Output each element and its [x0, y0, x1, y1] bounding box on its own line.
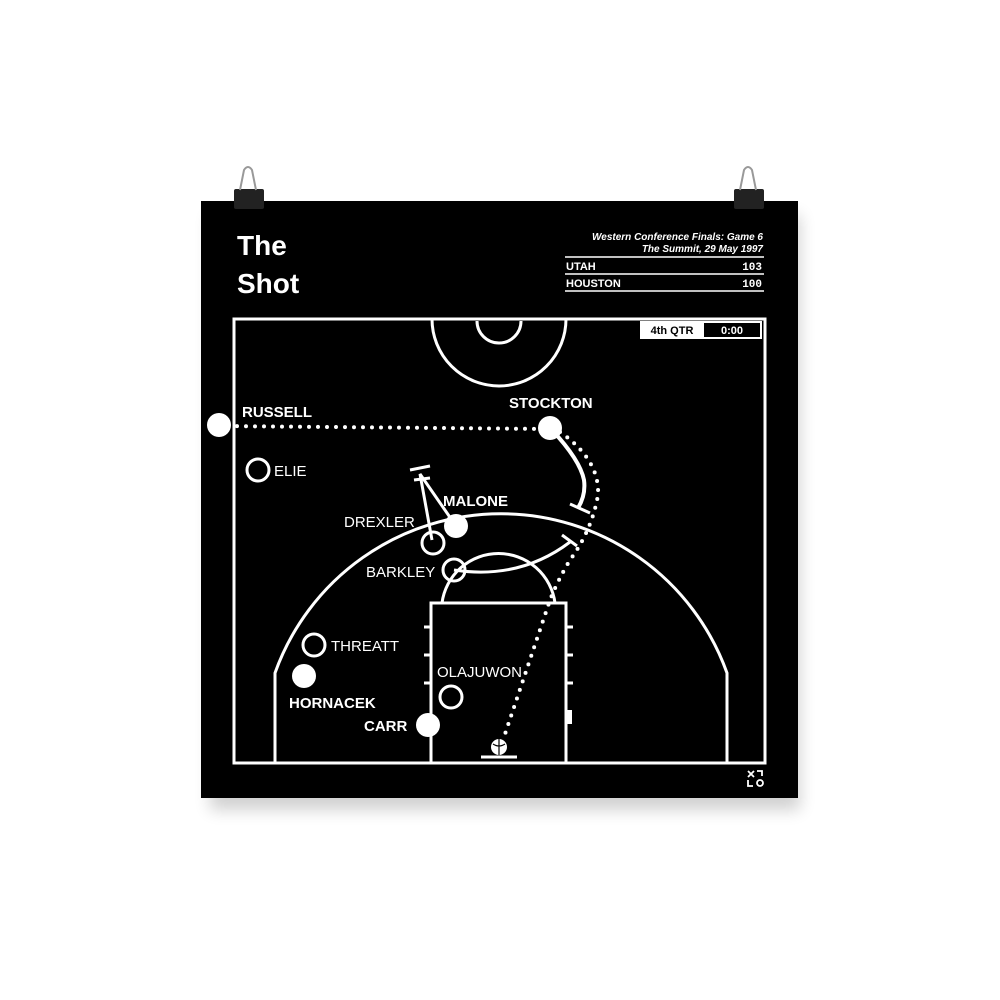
team-score: 103	[742, 262, 762, 274]
court	[232, 317, 767, 765]
title-line-2: Shot	[237, 268, 299, 299]
pass-path	[217, 424, 552, 431]
player-label: RUSSELL	[242, 404, 312, 421]
player-marker-russell	[207, 413, 231, 437]
player-label: STOCKTON	[509, 395, 593, 412]
venue-date: The Summit, 29 May 1997	[642, 244, 764, 255]
player-label: MALONE	[443, 493, 508, 510]
play-paths	[217, 424, 601, 742]
player-label: THREATT	[331, 638, 399, 655]
logo-icon	[747, 770, 764, 787]
player-label: HORNACEK	[289, 695, 376, 712]
title-line-1: The	[237, 230, 287, 261]
barkley-cut	[453, 540, 571, 574]
player-marker-malone	[444, 514, 468, 538]
player-marker-stockton	[538, 416, 562, 440]
player-label: OLAJUWON	[437, 664, 522, 681]
player-marker-elie	[245, 457, 271, 483]
player-marker-drexler	[420, 530, 446, 556]
game-clock: 0:00	[721, 325, 743, 337]
players	[207, 413, 562, 737]
malone-screen	[418, 473, 458, 541]
player-label: CARR	[364, 718, 407, 735]
player-marker-carr	[416, 713, 440, 737]
player-label: DREXLER	[344, 514, 415, 531]
player-marker-hornacek	[292, 664, 316, 688]
player-marker-barkley	[441, 557, 467, 583]
binder-clip-right	[734, 166, 764, 209]
team-score: 100	[742, 279, 762, 291]
player-marker-olajuwon	[438, 684, 464, 710]
period: 4th QTR	[651, 325, 694, 337]
basketball-icon	[491, 739, 507, 755]
stockton-cut	[550, 428, 587, 510]
team-name: UTAH	[566, 261, 596, 273]
poster-background	[201, 201, 798, 798]
player-label: ELIE	[274, 463, 307, 480]
player-marker-threatt	[301, 632, 327, 658]
game-name: Western Conference Finals: Game 6	[592, 232, 763, 243]
binder-clip-left	[234, 166, 264, 209]
player-label: BARKLEY	[366, 564, 435, 581]
team-name: HOUSTON	[566, 278, 621, 290]
